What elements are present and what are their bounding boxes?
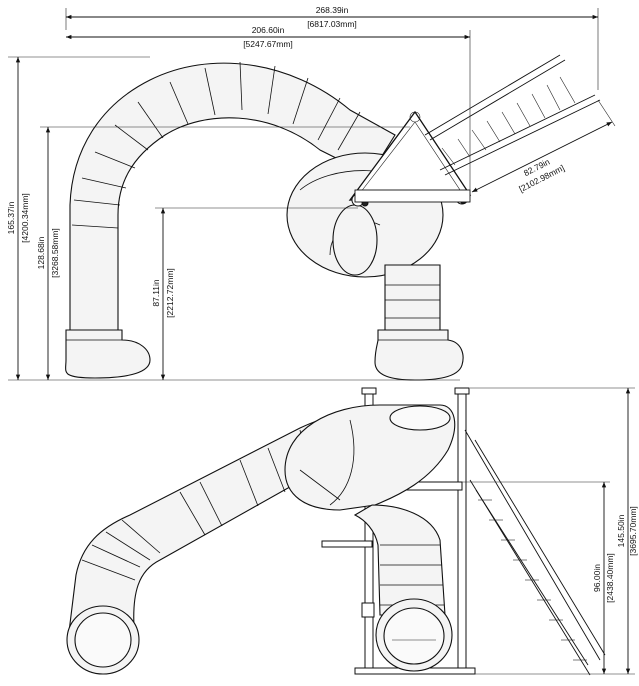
exit-depth-mm-label: [2212.72mm]	[165, 268, 175, 318]
dim-slide-width: 206.60in [5247.67mm]	[66, 25, 471, 192]
plan-stairs	[424, 54, 601, 176]
plan-right-exit	[374, 329, 464, 381]
elevation-slide-ribs	[81, 416, 341, 581]
elevation-stairs	[464, 429, 606, 676]
plan-platform	[348, 110, 472, 207]
slide-width-in-label: 206.60in	[252, 25, 285, 35]
overall-width-mm-label: [6817.03mm]	[307, 19, 357, 29]
dim-deck-height: 96.00in [2438.40mm]	[592, 482, 615, 674]
plan-view: 268.39in [6817.03mm] 206.60in [5247.67mm…	[6, 5, 616, 381]
slide-width-mm-label: [5247.67mm]	[243, 39, 293, 49]
overall-width-in-label: 268.39in	[316, 5, 349, 15]
dim-exit-depth: 87.11in [2212.72mm]	[151, 208, 175, 380]
dim-slide-depth: 128.68in [3268.58mm]	[36, 127, 60, 380]
overall-depth-in-label: 165.37in	[6, 201, 16, 234]
overall-depth-mm-label: [4200.34mm]	[20, 193, 30, 243]
elevation-view: 96.00in [2438.40mm] 145.50in [3695.70mm]	[66, 387, 638, 676]
dim-overall-depth: 165.37in [4200.34mm]	[6, 57, 30, 380]
slide-depth-mm-label: [3268.58mm]	[50, 228, 60, 278]
elevation-entry-bowl	[284, 404, 456, 511]
overall-height-in-label: 145.50in	[616, 514, 626, 547]
plan-right-exit-tube	[384, 264, 441, 331]
dim-stair-length: 82.79in [2102.98mm]	[471, 99, 616, 194]
plan-slide-ribs	[71, 61, 361, 229]
deck-height-mm-label: [2438.40mm]	[605, 553, 615, 603]
dim-overall-height: 145.50in [3695.70mm]	[616, 388, 638, 674]
overall-height-mm-label: [3695.70mm]	[628, 506, 638, 556]
slide-depth-in-label: 128.68in	[36, 236, 46, 269]
exit-depth-in-label: 87.11in	[151, 279, 161, 307]
plan-slide-curve	[69, 62, 396, 331]
deck-height-in-label: 96.00in	[592, 564, 602, 592]
dim-overall-width: 268.39in [6817.03mm]	[65, 5, 599, 90]
plan-left-exit	[65, 329, 151, 379]
